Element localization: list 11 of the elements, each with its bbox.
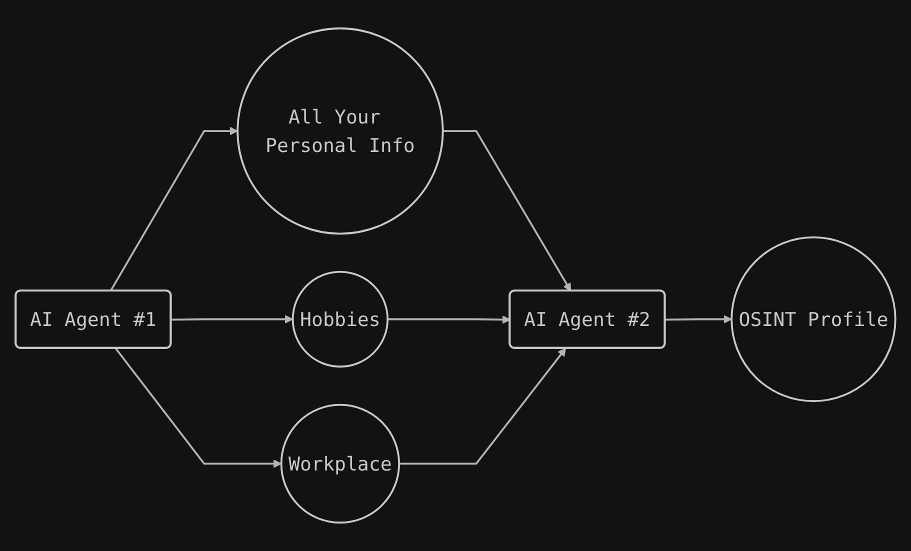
arrow (442, 130, 572, 292)
node-circle: Hobbies (292, 270, 389, 368)
arrow (388, 315, 511, 324)
arrow (110, 126, 238, 292)
node-circle: OSINT Profile (730, 236, 896, 402)
arrow (114, 348, 282, 468)
arrow (665, 315, 732, 324)
arrow (171, 315, 294, 324)
node-circle: All Your Personal Info (236, 27, 444, 235)
arrow (399, 348, 566, 465)
node-circle: Workplace (280, 404, 400, 524)
